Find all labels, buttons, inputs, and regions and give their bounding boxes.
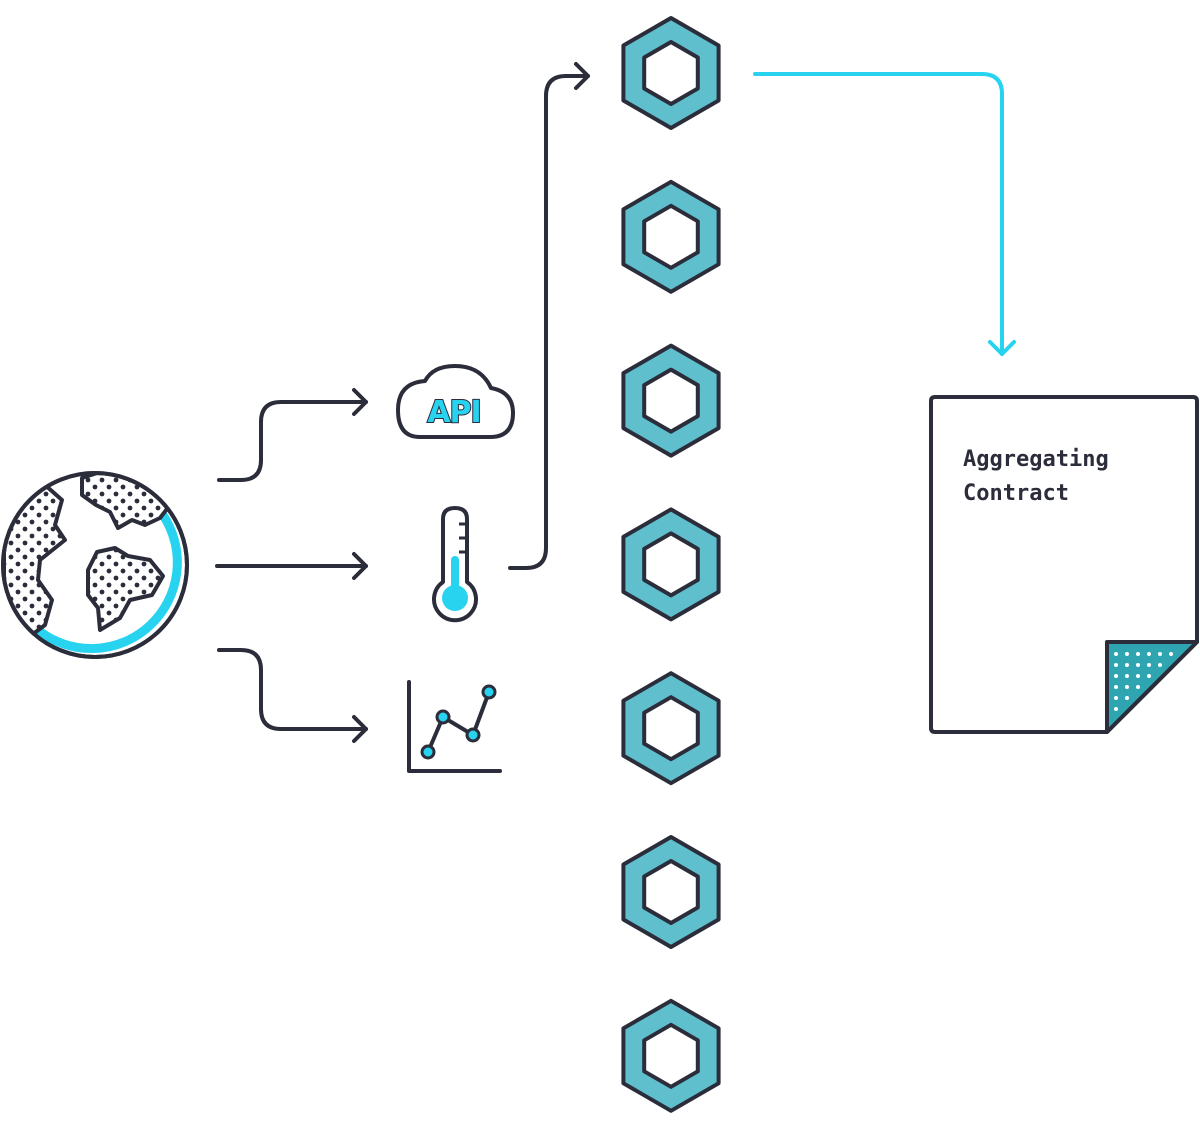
oracle-nodes	[621, 16, 721, 1113]
api-cloud-icon: API	[396, 364, 515, 439]
hexagon-node-icon	[621, 835, 721, 949]
connector-to-api	[217, 400, 368, 482]
arrowhead-to-api	[352, 388, 368, 416]
globe-icon	[1, 471, 189, 659]
hexagon-node-inner	[642, 367, 700, 434]
thermometer-to-node-connector	[508, 62, 590, 570]
hexagon-node-inner	[642, 859, 700, 925]
line-chart-icon	[407, 680, 502, 773]
api-label: API	[427, 395, 480, 430]
hexagon-node-icon	[621, 16, 721, 130]
hexagon-node-inner	[642, 203, 700, 270]
hexagon-node-icon	[621, 671, 721, 786]
hexagon-node-inner	[642, 1022, 700, 1089]
hexagon-node-icon	[621, 179, 721, 294]
globe-to-sources-connectors	[215, 388, 368, 743]
arrowhead-to-node	[574, 62, 590, 90]
arrowhead-to-chart	[352, 715, 368, 743]
contract-title-line2: Contract	[963, 481, 1069, 506]
arrowhead-to-contract	[988, 340, 1016, 356]
thermometer-icon	[432, 506, 478, 623]
hexagon-node-icon	[621, 507, 721, 622]
document-icon: Aggregating Contract	[929, 395, 1199, 734]
arrowhead-to-thermometer	[352, 552, 368, 580]
hexagon-node-icon	[621, 998, 721, 1113]
hexagon-node-inner	[642, 40, 700, 106]
contract-title-line1: Aggregating	[963, 447, 1109, 472]
hexagon-node-inner	[642, 531, 700, 598]
node-to-contract-connector	[753, 72, 1016, 356]
hexagon-node-icon	[621, 343, 721, 458]
connector-to-chart	[217, 648, 368, 731]
hexagon-node-inner	[642, 695, 700, 762]
